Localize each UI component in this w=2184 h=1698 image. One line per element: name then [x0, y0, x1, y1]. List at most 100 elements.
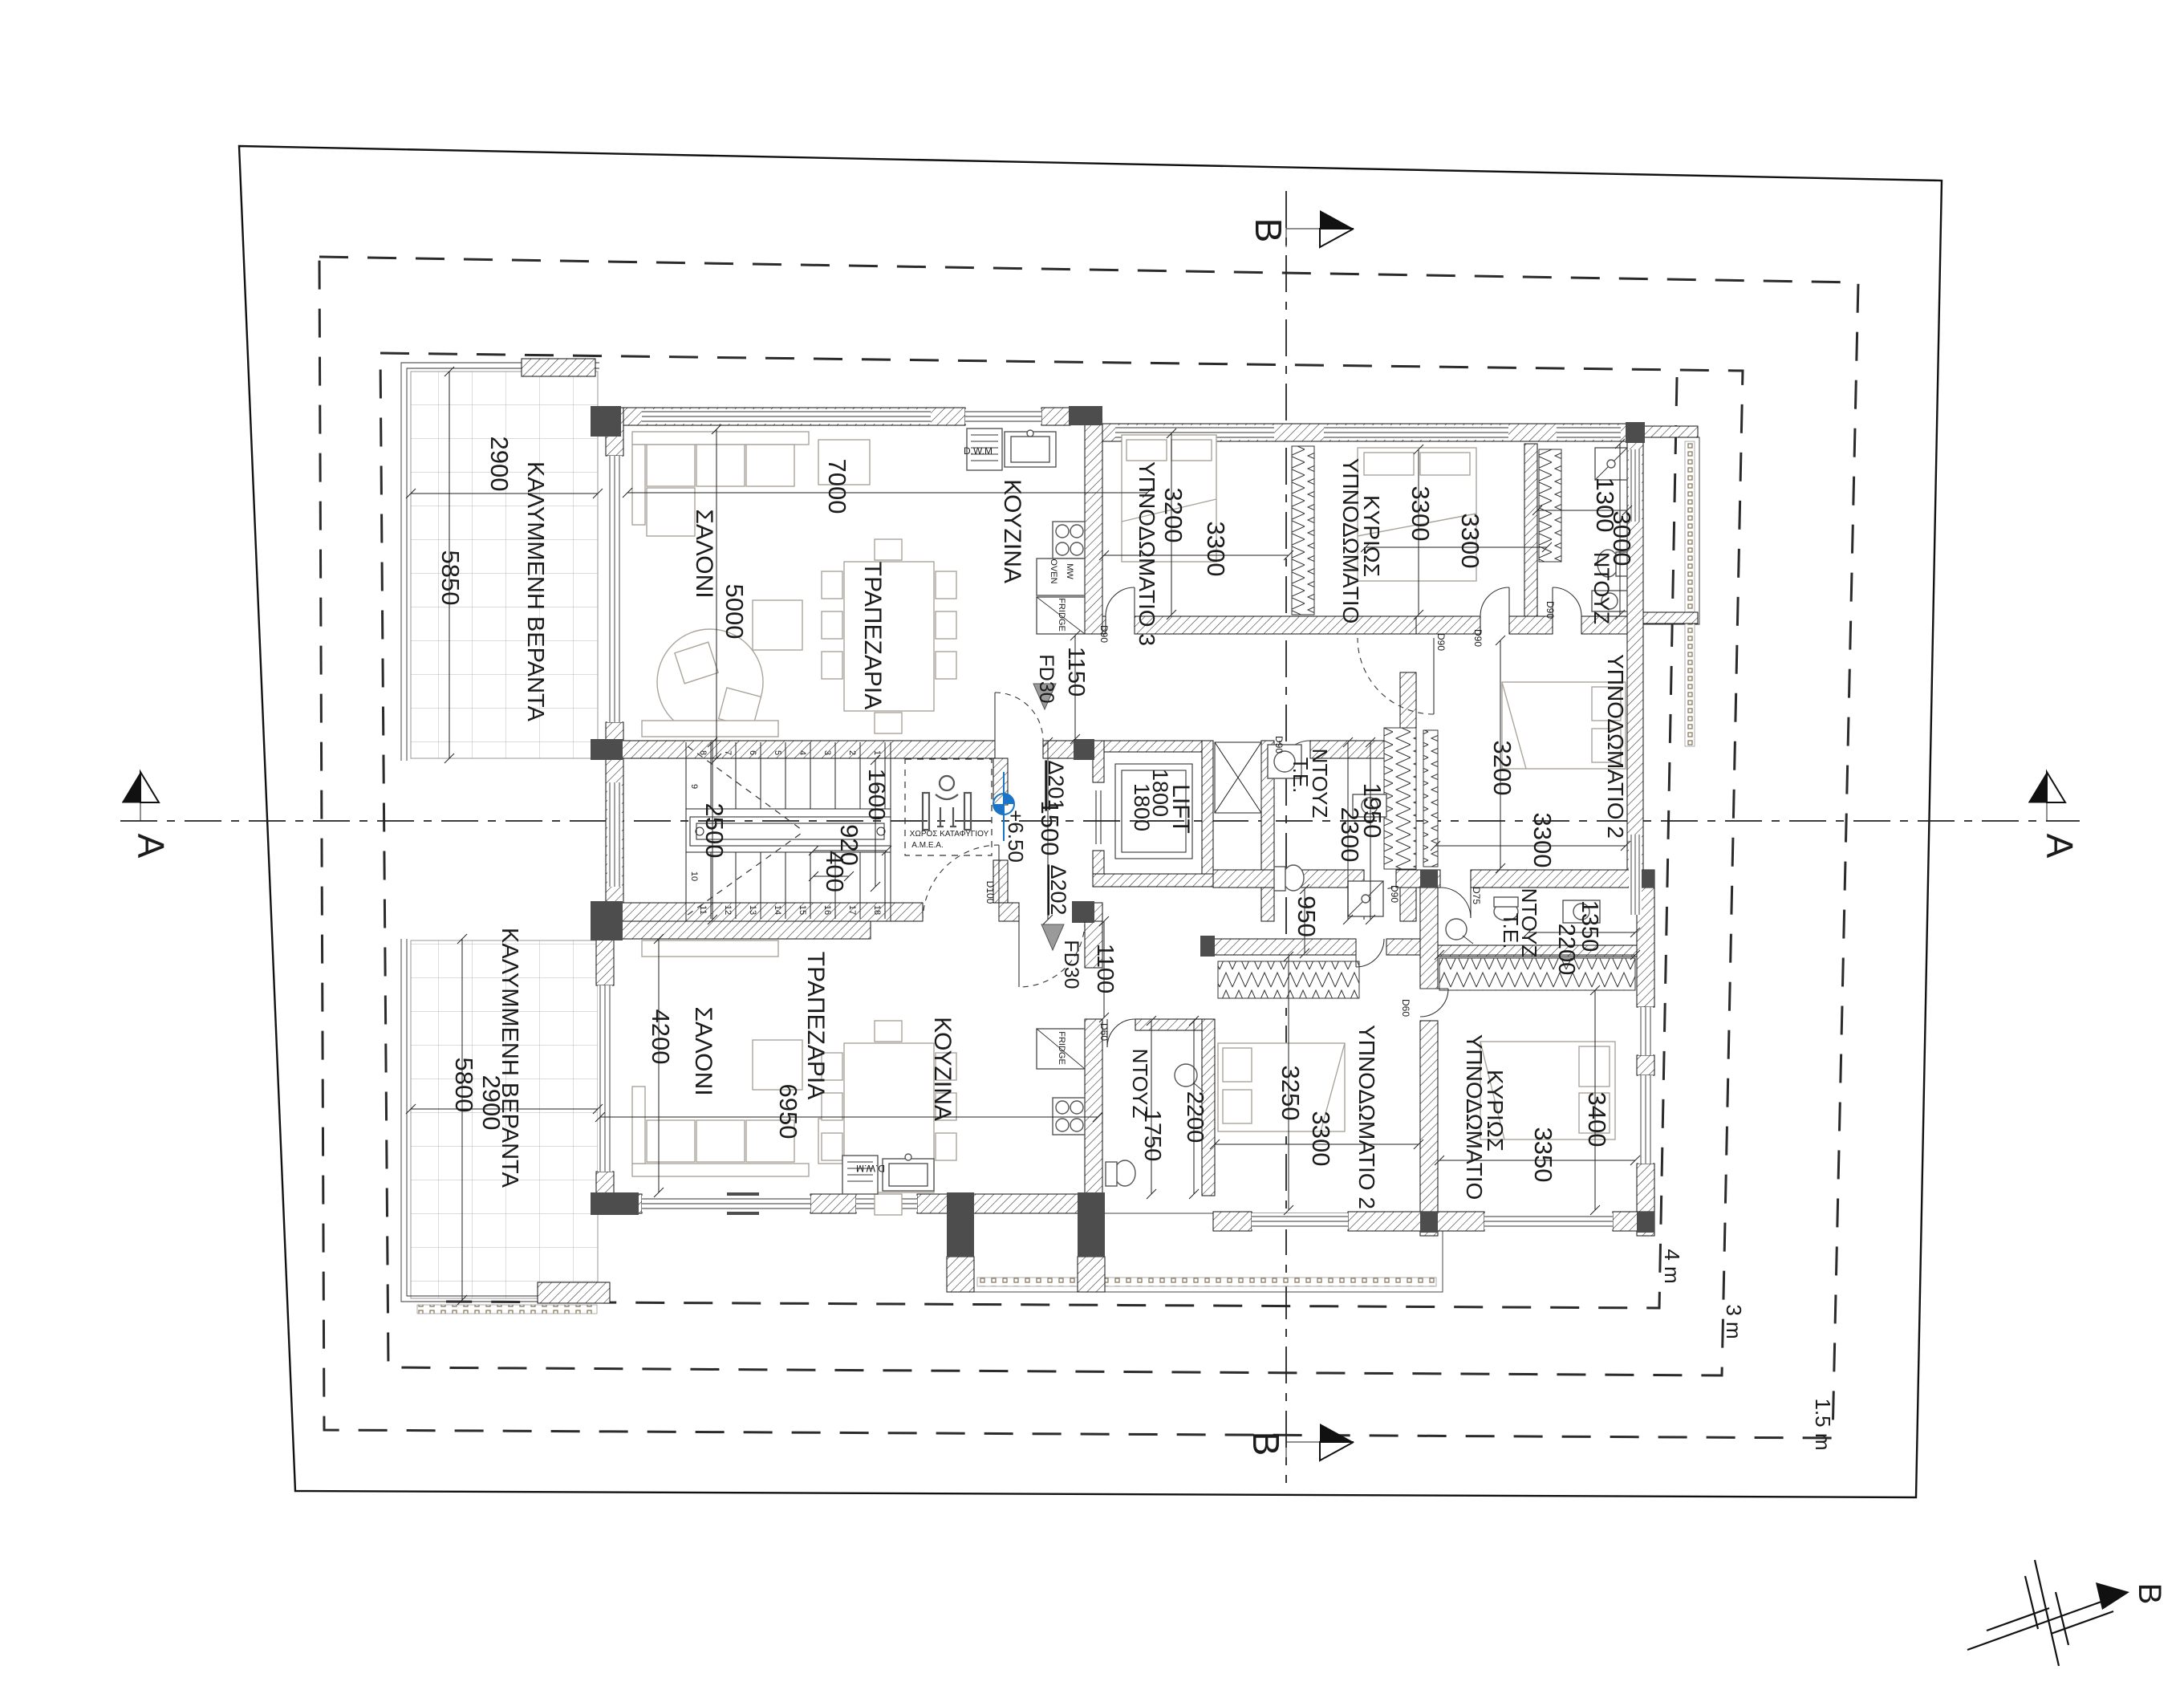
- label-master-upper-1: ΚΥΡΙΩΣ: [1359, 495, 1384, 577]
- dim-1350: 1350: [1577, 900, 1602, 953]
- dim-2900-lower: 2900: [477, 1075, 505, 1131]
- dim-2500: 2500: [700, 803, 729, 859]
- tag-door-d90-hall-l: D90: [1389, 885, 1400, 903]
- stair-15: 15: [798, 905, 807, 915]
- veranda-lower: [400, 939, 599, 1314]
- stair-14: 14: [773, 905, 782, 915]
- section-line-a: [120, 769, 2080, 822]
- tag-fire-door-upper: FD30: [1035, 654, 1057, 703]
- label-section-a-right: A: [2039, 834, 2080, 859]
- label-kitchen-upper: ΚΟΥΖΙΝΑ: [999, 479, 1025, 583]
- dim-2200-te: 2200: [1553, 924, 1579, 976]
- section-marker-b-top: [1285, 210, 1354, 249]
- stair-11: 11: [698, 905, 708, 914]
- label-dining-lower: ΤΡΑΠΕΖΑΡΙΑ: [802, 952, 829, 1099]
- plot-boundary: [237, 144, 1943, 1499]
- refuge-area: [904, 758, 993, 856]
- tag-door-d100: D100: [984, 881, 996, 904]
- dim-5800: 5800: [450, 1058, 478, 1113]
- section-line-b: [1285, 191, 1354, 1483]
- tag-dwm-lower: D.W.M: [856, 1163, 885, 1174]
- stair-2: 2: [847, 750, 857, 755]
- tag-door-d90-bathte-u: D90: [1273, 736, 1285, 754]
- dim-3300-bed2u: 3300: [1528, 813, 1557, 868]
- tag-door-d90-bed3: D90: [1098, 625, 1110, 643]
- dim-400: 400: [821, 851, 849, 892]
- label-bath-te-upper-2: Τ.Ε.: [1289, 758, 1313, 794]
- dim-1800-a: 1800: [1148, 769, 1172, 817]
- fire-door-symbols: [1033, 683, 1065, 952]
- label-bedroom2-lower: ΥΠΝΟΔΩΜΑΤΙΟ 2: [1354, 1025, 1379, 1209]
- annotation-texts: ΚΑΛΥΜΜΕΝΗ ΒΕΡΑΝΤΑ ΣΑΛΟΝΙ ΤΡΑΠΕΖΑΡΙΑ ΚΟΥΖΙΝΑ…: [130, 218, 2167, 1605]
- dim-1100: 1100: [1092, 944, 1118, 993]
- label-setback-15m: 1.5 m: [1811, 1398, 1835, 1450]
- level-symbol: [993, 772, 1015, 841]
- label-setback-3m: 3 m: [1722, 1304, 1746, 1338]
- stair-13: 13: [748, 905, 757, 915]
- dim-3250: 3250: [1277, 1066, 1305, 1121]
- label-master-upper-2: ΥΠΝΟΔΩΜΑΤΙΟ: [1338, 458, 1363, 624]
- label-section-a-left: A: [130, 834, 172, 859]
- stair-5: 5: [773, 750, 782, 755]
- label-bath-te-lower-2: Τ.Ε.: [1499, 913, 1523, 949]
- dim-1300: 1300: [1591, 477, 1619, 533]
- dim-3200-bed3: 3200: [1159, 488, 1187, 543]
- label-veranda-lower: ΚΑΛΥΜΜΕΝΗ ΒΕΡΑΝΤΑ: [497, 928, 522, 1188]
- dim-3350: 3350: [1529, 1127, 1557, 1183]
- tag-door-d90-shower-u: D90: [1545, 601, 1556, 619]
- service-shaft: [1214, 741, 1262, 814]
- label-master-lower-1: ΚΥΡΙΩΣ: [1483, 1070, 1508, 1152]
- tag-fridge-upper: FRIDGE: [1057, 598, 1066, 632]
- stair-6: 6: [748, 750, 757, 755]
- label-salon-lower: ΣΑΛΟΝΙ: [690, 1006, 716, 1095]
- dim-1150: 1150: [1063, 647, 1089, 697]
- dim-5000: 5000: [721, 584, 749, 640]
- label-bath-te-upper-1: ΝΤΟΥΖ: [1308, 749, 1332, 819]
- stair-1: 1: [872, 750, 882, 755]
- label-bedroom3-upper: ΥΠΝΟΔΩΜΑΤΙΟ 3: [1135, 461, 1159, 646]
- setback-lines: [318, 255, 1860, 1440]
- dim-4200: 4200: [647, 1009, 675, 1065]
- dim-3300-master-a: 3300: [1407, 486, 1435, 542]
- label-section-b-bottom: B: [1245, 1432, 1287, 1456]
- tag-fire-door-lower: FD30: [1060, 940, 1082, 989]
- dim-1750: 1750: [1139, 1110, 1165, 1162]
- label-dining-upper: ΤΡΑΠΕΖΑΡΙΑ: [859, 562, 886, 709]
- tag-apartment-d201: Δ201: [1044, 760, 1068, 810]
- stair-12: 12: [723, 905, 733, 915]
- stair-8: 8: [698, 750, 708, 755]
- veranda-upper: [400, 358, 599, 761]
- stair-17: 17: [847, 905, 857, 915]
- tag-door-d90-bed2u: D90: [1435, 633, 1447, 651]
- staircase: [685, 742, 891, 921]
- tag-fridge-lower: FRIDGE: [1057, 1031, 1066, 1065]
- dim-1600: 1600: [863, 769, 889, 821]
- dim-950: 950: [1293, 896, 1321, 937]
- lift: [1095, 763, 1193, 859]
- label-refuge-line1: ΧΩΡΟΣ ΚΑΤΑΦΥΓΙΟΥ: [910, 830, 989, 839]
- dim-2300: 2300: [1336, 807, 1364, 863]
- label-section-b-top: B: [1248, 218, 1289, 243]
- dim-2900-upper: 2900: [485, 437, 514, 492]
- label-north-b: B: [2132, 1583, 2167, 1605]
- label-setback-4m: 4 m: [1660, 1249, 1684, 1283]
- label-shower-upper: ΝΤΟΥΖ: [1589, 552, 1614, 624]
- stair-18: 18: [872, 905, 882, 915]
- dim-3300-bed3: 3300: [1202, 522, 1230, 577]
- tag-door-d90-master-u: D90: [1472, 629, 1484, 647]
- stair-16: 16: [822, 905, 832, 915]
- label-refuge-line2: Α.Μ.Ε.Α.: [911, 841, 943, 850]
- dim-7000: 7000: [823, 459, 851, 514]
- dimension-lines: [405, 366, 1641, 1306]
- label-bedroom2-upper: ΥΠΝΟΔΩΜΑΤΙΟ 2: [1603, 654, 1628, 839]
- dim-3200-bed2u: 3200: [1488, 741, 1516, 796]
- dim-2200-shower: 2200: [1182, 1091, 1208, 1144]
- label-veranda-upper: ΚΑΛΥΜΜΕΝΗ ΒΕΡΑΝΤΑ: [522, 461, 548, 722]
- stair-4: 4: [798, 750, 807, 755]
- tag-oven: OVEN: [1049, 559, 1058, 583]
- furniture: [631, 428, 1628, 1216]
- label-bath-te-lower-1: ΝΤΟΥΖ: [1517, 888, 1541, 958]
- wheelchair-icon: [921, 774, 972, 831]
